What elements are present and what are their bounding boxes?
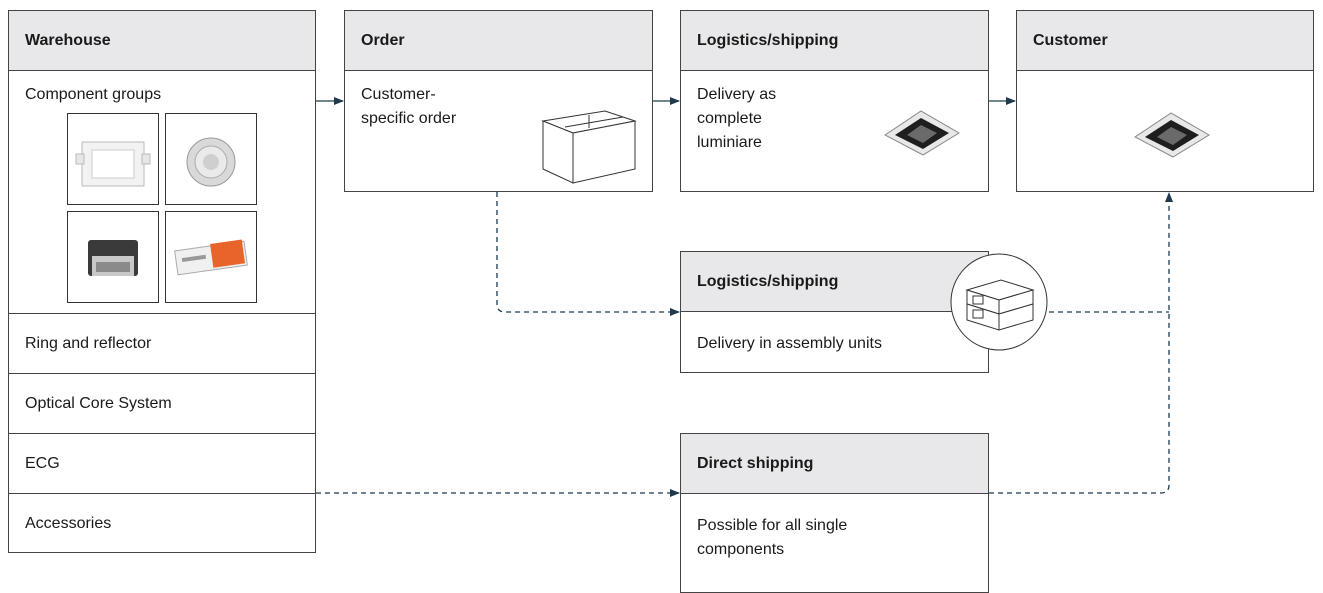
customer-header: Customer — [1017, 11, 1313, 71]
order-text-line2: specific order — [361, 110, 457, 127]
cardboard-box-icon — [541, 110, 637, 184]
warehouse-row-accessories: Accessories — [9, 493, 315, 553]
logistics-assembly-header: Logistics/shipping — [681, 252, 988, 312]
logistics-complete-header: Logistics/shipping — [681, 11, 988, 71]
stacked-boxes-icon — [950, 253, 1048, 351]
direct-shipping-line1: Possible for all single — [697, 517, 848, 534]
component-groups-label: Component groups — [25, 86, 162, 103]
reflector-icon — [186, 137, 236, 187]
luminaire-icon — [1134, 112, 1210, 158]
direct-shipping-header: Direct shipping — [681, 434, 988, 494]
order-text-line1: Customer- — [361, 86, 436, 103]
optical-core-thumb — [67, 211, 159, 303]
warehouse-row-ring-reflector: Ring and reflector — [9, 313, 315, 373]
customer-box: Customer — [1016, 10, 1314, 192]
reflector-component-thumb — [165, 113, 257, 205]
logistics-assembly-text: Delivery in assembly units — [697, 335, 882, 352]
dashed-order-to-assembly — [496, 192, 680, 316]
direct-shipping-box: Direct shipping Possible for all single … — [680, 433, 989, 593]
dashed-direct-to-customer — [989, 192, 1173, 494]
logistics-complete-line1: Delivery as — [697, 86, 777, 103]
ecg-thumb — [165, 211, 257, 303]
logistics-complete-line2: complete — [697, 110, 762, 127]
warehouse-box: Warehouse Component groups Ring and — [8, 10, 316, 553]
logistics-complete-line3: luminiare — [697, 134, 762, 151]
warehouse-header: Warehouse — [9, 11, 315, 71]
order-header: Order — [345, 11, 652, 71]
warehouse-row-optical-core: Optical Core System — [9, 373, 315, 433]
order-box: Order Customer- specific order — [344, 10, 653, 192]
logistics-complete-box: Logistics/shipping Delivery as complete … — [680, 10, 989, 192]
ecg-device-icon — [174, 239, 248, 276]
optical-core-icon — [88, 240, 138, 276]
direct-shipping-line2: components — [697, 541, 785, 558]
flow-connectors — [316, 97, 1173, 497]
ring-component-thumb — [67, 113, 159, 205]
logistics-assembly-box: Logistics/shipping Delivery in assembly … — [680, 251, 989, 373]
ring-icon — [75, 141, 151, 187]
warehouse-row-ecg: ECG — [9, 433, 315, 493]
luminaire-icon — [884, 110, 960, 156]
